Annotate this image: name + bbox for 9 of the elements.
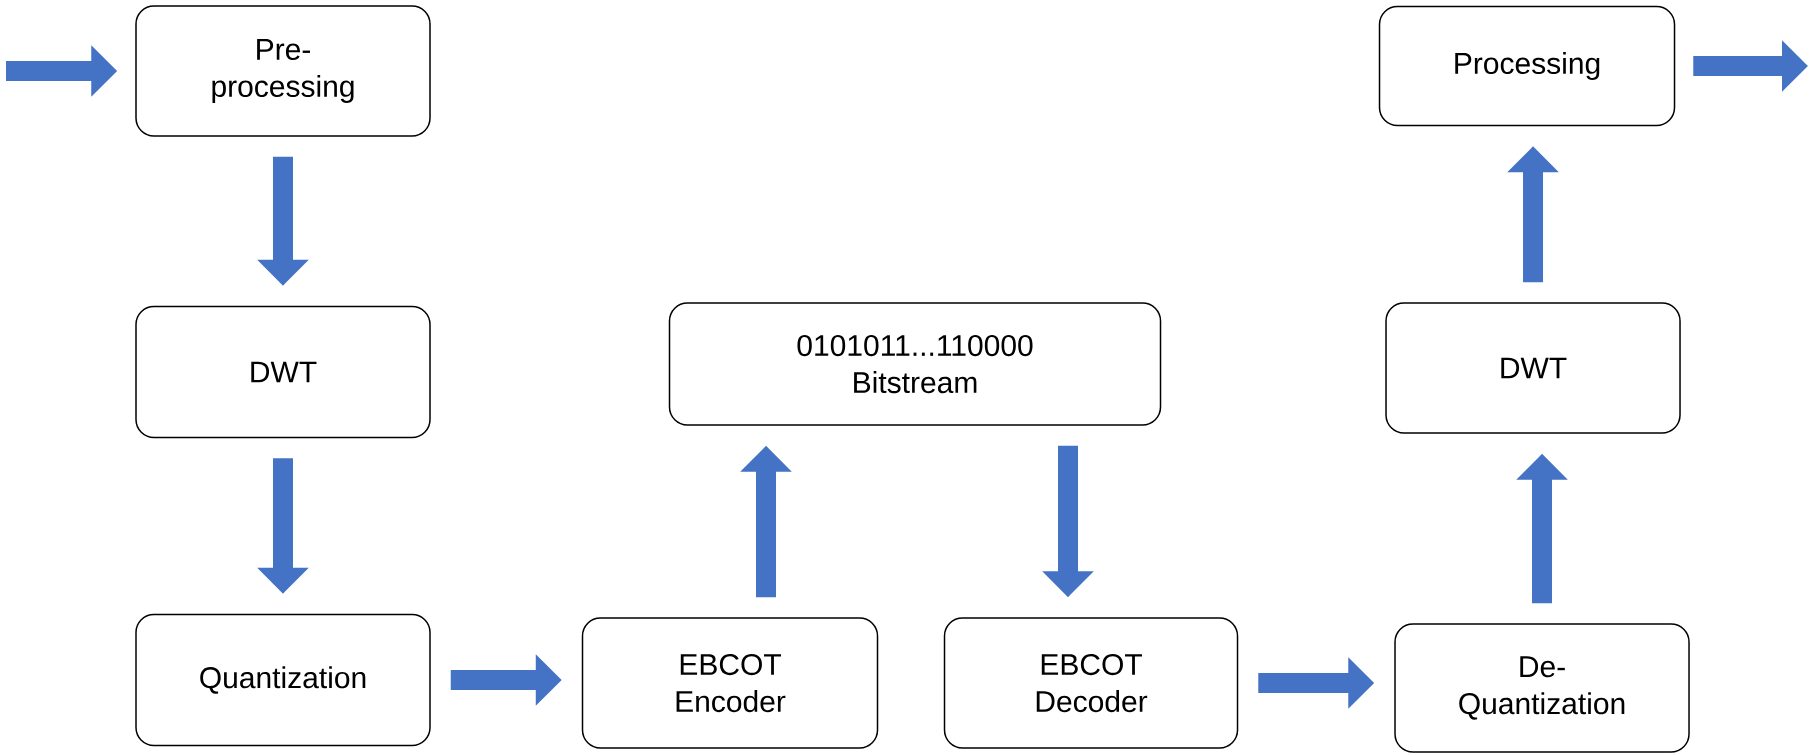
process-box: Quantization [135, 613, 431, 747]
process-box: 0101011...110000 Bitstream [668, 302, 1162, 426]
process-box: De-Quantization [1394, 623, 1690, 753]
process-box: DWT [1385, 302, 1681, 434]
process-box: DWT [135, 305, 431, 439]
process-box: EBCOT Decoder [943, 617, 1239, 749]
process-box: EBCOT Encoder [581, 617, 879, 749]
process-box: Pre-processing [135, 5, 431, 137]
process-box: Processing [1378, 5, 1676, 127]
